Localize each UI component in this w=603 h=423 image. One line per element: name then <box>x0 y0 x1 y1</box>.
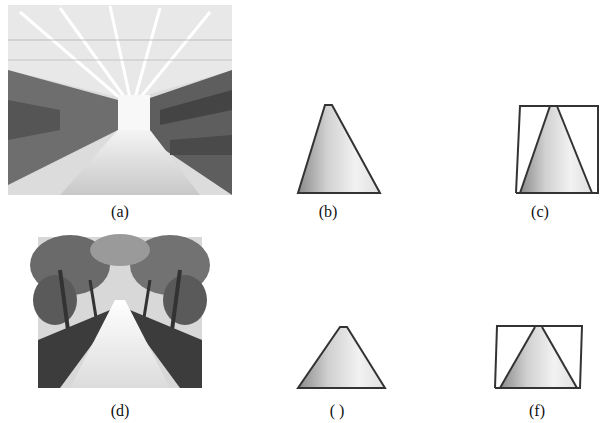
library-photo-part <box>118 95 150 130</box>
region-outline <box>516 105 598 193</box>
library-photo-part <box>60 130 200 195</box>
region-outline-part <box>520 106 550 193</box>
tree-road-photo-part <box>70 300 170 388</box>
panel-label: (f) <box>529 403 545 419</box>
library-photo-part <box>135 8 160 98</box>
library-photo-part <box>8 5 232 195</box>
library-photo-part <box>60 8 125 98</box>
panel-label: (a) <box>111 204 129 220</box>
region-outline-part <box>542 327 577 388</box>
panel-label: (b) <box>319 204 338 220</box>
library-photo-part <box>8 40 232 41</box>
region-outline <box>495 326 582 388</box>
region-triangle-part <box>298 105 380 193</box>
region-triangle <box>298 327 385 388</box>
tree-road-photo-part <box>33 275 77 325</box>
library-photo-part <box>8 60 232 61</box>
region-outline-part <box>520 105 592 193</box>
library-photo-part <box>110 6 130 98</box>
region-outline-part <box>500 327 577 388</box>
region-triangle-part <box>298 327 385 388</box>
region-outline-part <box>495 326 582 388</box>
library-photo <box>8 5 232 195</box>
tree-road-photo-part <box>163 275 207 325</box>
library-photo-part <box>8 100 60 140</box>
panel-label: (d) <box>111 403 130 419</box>
region-outline-part <box>516 106 598 193</box>
panel-label: ( ) <box>330 403 345 419</box>
region-outline-part <box>557 106 592 193</box>
region-triangle <box>298 105 380 193</box>
tree-road-photo-part <box>90 234 150 266</box>
region-outline-part <box>500 327 535 388</box>
panel-label: (c) <box>531 204 549 220</box>
library-photo-part <box>170 135 232 155</box>
tree-road-photo <box>30 234 210 388</box>
library-photo-part <box>160 90 232 125</box>
